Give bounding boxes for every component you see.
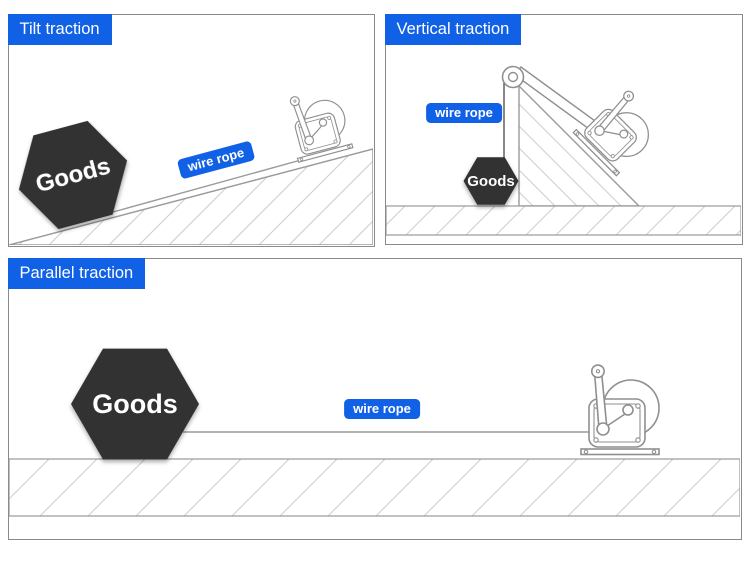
panel-tilt-traction: Goods Tilt traction wire rope xyxy=(7,13,375,247)
vertical-traction-scene: Goods xyxy=(386,65,741,236)
panel-parallel-traction: Goods Parallel traction wire rope xyxy=(7,257,742,540)
panel-title-tilt: Tilt traction xyxy=(7,13,112,45)
wire-rope-line xyxy=(112,154,320,213)
panel-vertical-traction: Goods Vertical traction wire rope xyxy=(384,13,743,245)
inclined-slope xyxy=(9,148,373,245)
wire-rope-badge: wire rope xyxy=(426,103,502,123)
parallel-traction-scene: Goods xyxy=(9,348,740,517)
panel-title-parallel: Parallel traction xyxy=(7,257,146,289)
goods-label: Goods xyxy=(92,389,178,419)
goods-shape: Goods xyxy=(463,157,519,205)
panel-title-vertical: Vertical traction xyxy=(384,13,522,45)
ground xyxy=(9,458,740,517)
goods-shape: Goods xyxy=(71,348,199,460)
ground xyxy=(386,205,741,236)
hand-winch-icon xyxy=(281,84,354,163)
hand-winch-icon xyxy=(580,363,660,456)
goods-shape: Goods xyxy=(18,120,128,230)
wire-rope-badge: wire rope xyxy=(344,399,420,419)
tilt-traction-scene: Goods xyxy=(9,84,373,245)
goods-label: Goods xyxy=(467,173,515,190)
pulley-icon xyxy=(501,65,525,89)
